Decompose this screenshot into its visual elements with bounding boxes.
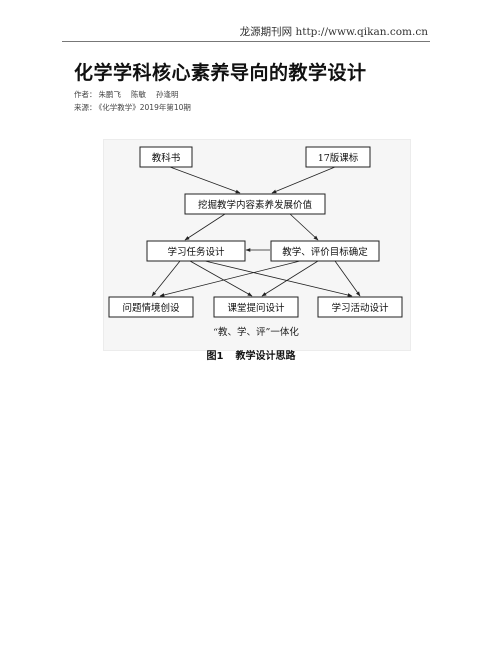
node-curriculum-label: 17版课标 — [318, 152, 359, 164]
source-value: 《化学教学》2019年第10期 — [98, 103, 191, 112]
figure-caption-text: 教学设计思路 — [235, 351, 296, 362]
figure-caption: 图1 教学设计思路 — [0, 347, 502, 362]
node-textbook: 教科书 — [139, 146, 193, 168]
author-name: 孙逢明 — [156, 90, 179, 99]
node-situation-label: 问题情境创设 — [122, 302, 180, 314]
node-situation: 问题情境创设 — [108, 296, 194, 318]
article-title: 化学学科核心素养导向的教学设计 — [74, 62, 367, 84]
edge-task-situation — [151, 260, 181, 297]
node-goal-label: 教学、评价目标确定 — [282, 246, 368, 258]
author-line: 作者：朱鹏飞陈敏 孙逢明 — [74, 89, 189, 100]
author-label: 作者： — [74, 90, 97, 99]
node-questioning-label: 课堂提问设计 — [227, 302, 285, 314]
edge-goal-situation — [159, 260, 301, 297]
node-task-design-label: 学习任务设计 — [167, 246, 225, 258]
node-curriculum: 17版课标 — [305, 146, 371, 168]
edge-textbook-value — [169, 166, 241, 194]
node-textbook-label: 教科书 — [152, 152, 181, 164]
source-label: 来源： — [74, 103, 97, 112]
edge-value-goal — [289, 213, 319, 241]
node-value: 挖掘教学内容素养发展价值 — [184, 193, 326, 215]
edge-task-questioning — [189, 260, 253, 297]
node-goal: 教学、评价目标确定 — [270, 240, 380, 262]
node-activity-label: 学习活动设计 — [331, 302, 389, 314]
edge-curriculum-value — [271, 166, 336, 194]
node-task-design: 学习任务设计 — [146, 240, 246, 262]
site-header[interactable]: 龙源期刊网 http://www.qikan.com.cn — [239, 26, 428, 38]
edge-goal-questioning — [261, 260, 319, 297]
author-name: 朱鹏飞 — [98, 90, 122, 99]
node-questioning: 课堂提问设计 — [213, 296, 299, 318]
source-line: 来源：《化学教学》2019年第10期 — [74, 102, 191, 113]
edge-goal-activity — [334, 260, 361, 297]
header-divider — [62, 41, 430, 42]
node-value-label: 挖掘教学内容素养发展价值 — [198, 199, 313, 211]
edge-value-task — [184, 213, 226, 241]
figure-inner-caption: “教、学、评”一体化 — [213, 326, 299, 338]
node-activity: 学习活动设计 — [317, 296, 403, 318]
figure-number: 图1 — [206, 351, 224, 362]
author-name: 陈敏 — [131, 90, 146, 99]
edge-task-activity — [204, 260, 353, 297]
